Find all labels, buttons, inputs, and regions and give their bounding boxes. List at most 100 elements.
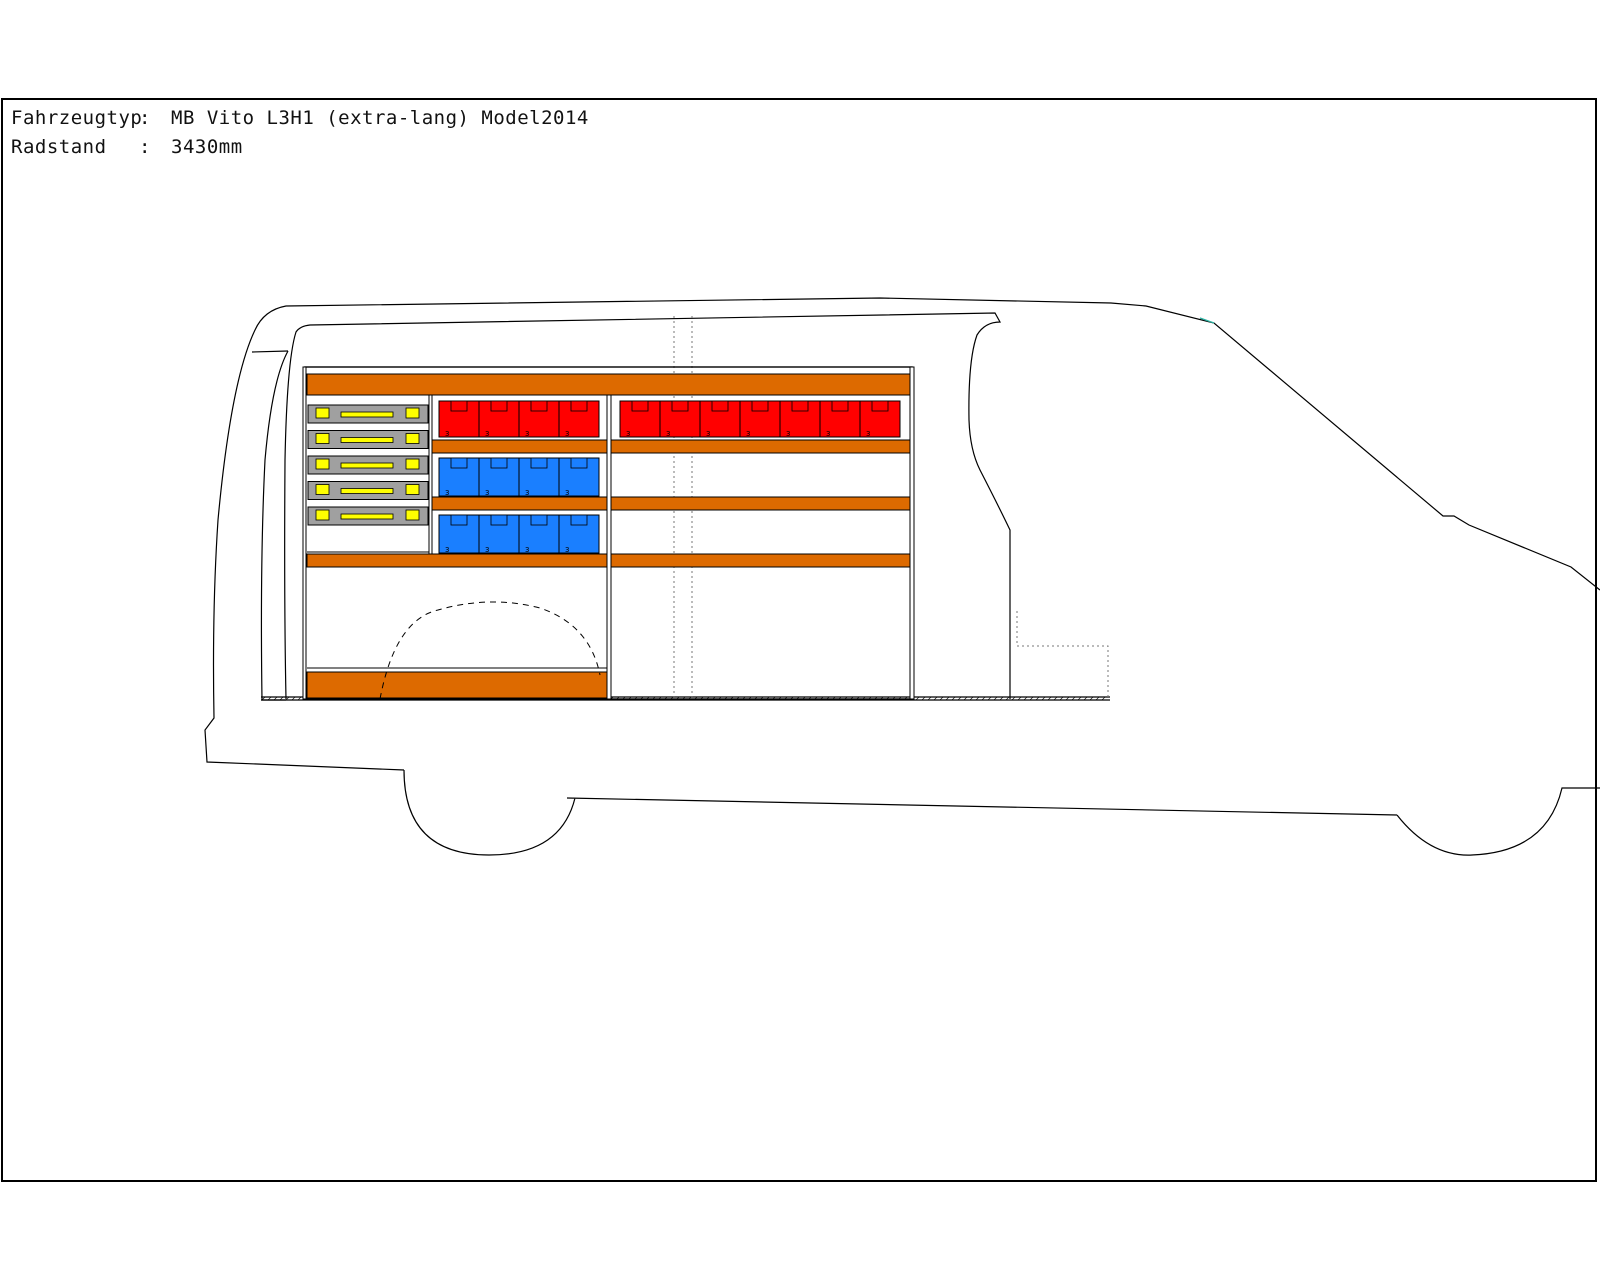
- floor-hatch-mark: [1077, 696, 1082, 701]
- vehicle-info: Fahrzeugtyp : MB Vito L3H1 (extra-lang) …: [11, 104, 589, 162]
- bin-label-slot: [490, 514, 508, 526]
- case-group: [307, 404, 429, 526]
- storage-bin: 3: [779, 400, 821, 438]
- floor-hatch-mark: [1089, 696, 1094, 701]
- case-handle: [340, 462, 394, 469]
- storage-bin: 3: [478, 400, 520, 438]
- floor-hatch-mark: [291, 696, 296, 701]
- wheelbase-row: Radstand : 3430mm: [11, 133, 589, 162]
- storage-bin: 3: [558, 400, 600, 438]
- tool-case: [307, 404, 429, 424]
- floor-hatch-mark: [987, 696, 992, 701]
- bin-label-slot: [631, 400, 649, 412]
- bin-label-slot: [450, 400, 468, 412]
- case-latch: [315, 433, 330, 444]
- floor-hatch-mark: [1083, 696, 1088, 701]
- floor-hatch-mark: [1065, 696, 1070, 701]
- case-latch: [405, 458, 420, 470]
- bin-label-slot: [450, 457, 468, 469]
- upright-right: [909, 366, 915, 700]
- wheelbase-value: 3430mm: [171, 136, 243, 158]
- bin-label-slot: [570, 400, 588, 412]
- vehicle-type-separator: :: [139, 107, 151, 129]
- storage-bin: 3: [558, 457, 600, 497]
- drawing-frame: [1, 98, 1597, 1182]
- floor-hatch-mark: [285, 696, 290, 701]
- wheelbase-separator: :: [139, 136, 151, 158]
- vehicle-type-row: Fahrzeugtyp : MB Vito L3H1 (extra-lang) …: [11, 104, 589, 133]
- storage-bin: 3: [558, 514, 600, 554]
- bin-label-slot: [490, 400, 508, 412]
- case-latch: [405, 433, 420, 444]
- bin-label-slot: [490, 457, 508, 469]
- bin-mark: 3: [485, 489, 489, 497]
- case-latch: [405, 509, 420, 521]
- bin-label-slot: [450, 514, 468, 526]
- storage-bin: 3: [518, 400, 560, 438]
- bin-label-slot: [570, 457, 588, 469]
- rear-door-line: [260, 350, 289, 701]
- case-handle: [340, 513, 394, 520]
- windshield-accent: [1199, 317, 1215, 324]
- floor-hatch-mark: [993, 696, 998, 701]
- bin-mark: 3: [746, 430, 750, 438]
- floor-hatch-mark: [951, 696, 956, 701]
- wheel-arch-outline: [379, 601, 601, 700]
- case-latch: [405, 407, 420, 419]
- case-handle: [340, 488, 394, 494]
- floor-hatch-mark: [975, 696, 980, 701]
- rear-pillar-line: [251, 350, 289, 353]
- case-latch: [315, 458, 330, 470]
- shelving-unit: [302, 366, 915, 700]
- floor-hatch-mark: [1095, 696, 1100, 701]
- floor-hatch-mark: [267, 696, 272, 701]
- shelf-row3-right: [610, 553, 911, 568]
- floor-hatch-mark: [939, 696, 944, 701]
- bin-mark: 3: [626, 430, 630, 438]
- storage-bin: 3: [699, 400, 741, 438]
- storage-bin: 3: [739, 400, 781, 438]
- bin-mark: 3: [866, 430, 870, 438]
- vehicle-type-label: Fahrzeugtyp: [11, 107, 143, 129]
- storage-bin: 3: [438, 457, 480, 497]
- bin-label-slot: [831, 400, 849, 412]
- shelf-row2-right: [610, 496, 911, 511]
- storage-bin: 3: [819, 400, 861, 438]
- storage-bin: 3: [478, 457, 520, 497]
- shelf-row1-right: [610, 439, 911, 454]
- van-body-outline: [204, 297, 1600, 856]
- bin-label-slot: [671, 400, 689, 412]
- bin-label-slot: [751, 400, 769, 412]
- floor-hatch-mark: [945, 696, 950, 701]
- upright-center: [606, 394, 612, 700]
- shelf-row3-left: [306, 553, 608, 568]
- storage-bin: 3: [518, 514, 560, 554]
- case-latch: [315, 509, 330, 521]
- storage-bin: 3: [659, 400, 701, 438]
- bin-mark: 3: [826, 430, 830, 438]
- bin-mark: 3: [565, 430, 569, 438]
- bottom-shelf: [306, 671, 608, 699]
- bin-mark: 3: [565, 546, 569, 554]
- upright-mid-left: [428, 394, 433, 558]
- bin-mark: 3: [525, 489, 529, 497]
- bin-label-slot: [711, 400, 729, 412]
- floor-hatch-mark: [969, 696, 974, 701]
- floor-hatch-mark: [297, 696, 302, 701]
- bin-label-slot: [530, 400, 548, 412]
- floor-hatch-mark: [1029, 696, 1034, 701]
- tool-case: [307, 455, 429, 475]
- bin-mark: 3: [445, 489, 449, 497]
- tool-case: [307, 506, 429, 526]
- case-handle: [340, 437, 394, 443]
- tool-case: [307, 481, 429, 500]
- wheelbase-label: Radstand: [11, 136, 107, 158]
- vehicle-type-value: MB Vito L3H1 (extra-lang) Model2014: [171, 107, 589, 129]
- floor-hatch-mark: [1023, 696, 1028, 701]
- bin-label-slot: [570, 514, 588, 526]
- bin-mark: 3: [786, 430, 790, 438]
- floor-hatch-mark: [1041, 696, 1046, 701]
- floor-hatch-mark: [921, 696, 926, 701]
